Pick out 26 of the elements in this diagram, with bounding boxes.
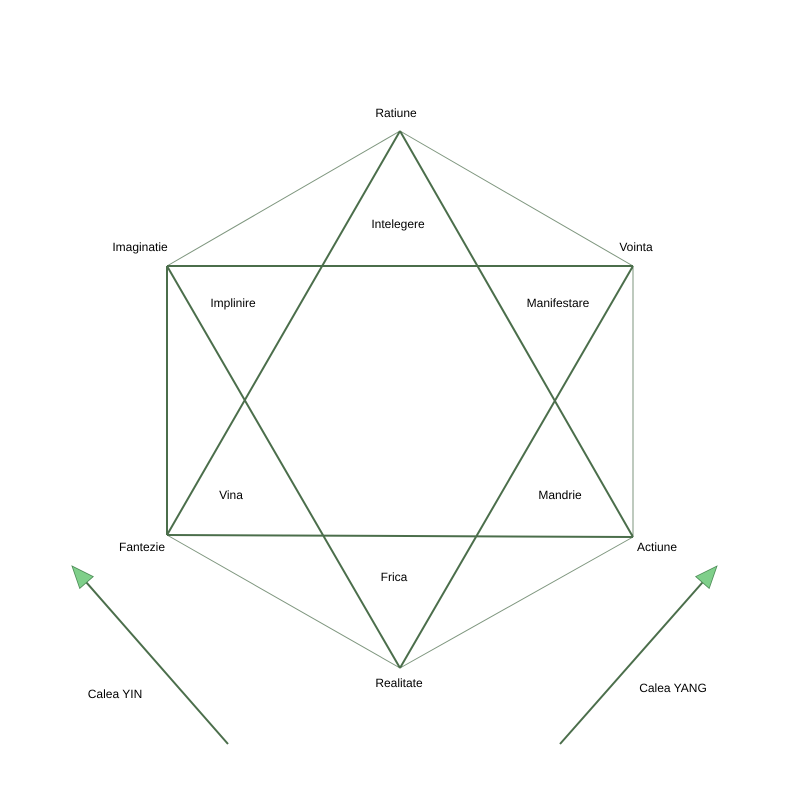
vertex-label: Realitate [375,677,423,689]
connector-line [399,130,634,538]
connector-line [400,130,634,266]
connector-line [166,130,400,266]
connector-line [166,130,401,536]
connector-line [167,265,633,267]
connector-line [166,534,400,668]
region-label: Implinire [210,297,256,309]
connector-line [166,266,401,668]
connector-line [632,266,634,538]
connector-line [400,536,634,668]
vertex-label: Ratiune [375,107,417,119]
connector-line [166,266,168,535]
vertex-label: Fantezie [118,541,166,553]
connector-line [399,266,634,668]
region-label: Mandrie [538,489,582,501]
vertex-label: Actiune [636,541,678,553]
region-label: Calea YIN [88,688,142,700]
region-label: Manifestare [526,297,590,309]
vertex-label: Vointa [619,241,653,253]
region-label: Intelegere [371,218,425,230]
region-label: Frica [380,571,408,583]
connector-line [167,534,633,538]
vertex-label: Imaginatie [112,241,168,253]
region-label: Vina [219,489,243,501]
region-label: Calea YANG [639,682,707,694]
